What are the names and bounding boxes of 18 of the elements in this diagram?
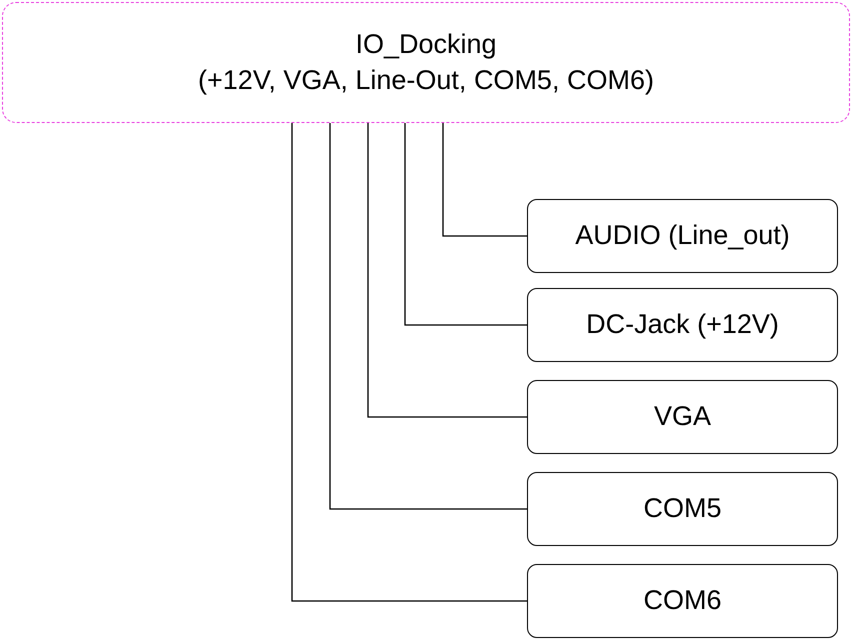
connector-line bbox=[329, 123, 527, 510]
box-label: DC-Jack (+12V) bbox=[586, 309, 779, 341]
connector-line bbox=[367, 123, 527, 418]
connector-line bbox=[291, 123, 527, 602]
port-box bbox=[527, 564, 838, 638]
port-box bbox=[527, 199, 838, 273]
box-label: COM6 bbox=[643, 585, 722, 617]
port-box bbox=[527, 288, 838, 362]
box-label: IO_Docking bbox=[355, 29, 497, 60]
box-label: VGA bbox=[654, 401, 712, 433]
connector-line bbox=[404, 123, 527, 326]
box-label: AUDIO (Line_out) bbox=[575, 220, 790, 252]
port-box bbox=[527, 472, 838, 546]
box-label: COM5 bbox=[643, 493, 722, 525]
group-box bbox=[2, 2, 850, 123]
connector-line bbox=[442, 123, 527, 237]
port-box bbox=[527, 380, 838, 454]
box-subtitle: (+12V, VGA, Line-Out, COM5, COM6) bbox=[198, 64, 654, 96]
